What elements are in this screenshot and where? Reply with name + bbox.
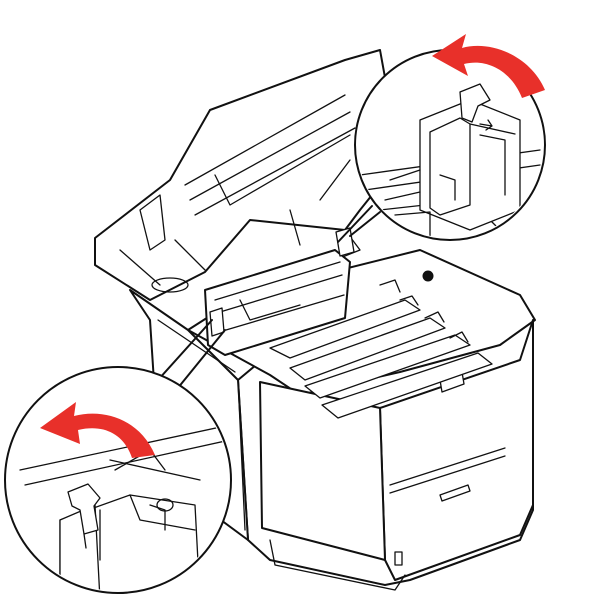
open-top-cover <box>94 49 401 301</box>
curved-arrow-left-icon <box>40 402 155 458</box>
fuser-unit <box>204 227 355 356</box>
toner-cartridges <box>269 270 493 419</box>
callout-lower-left <box>4 366 232 594</box>
fuser-lock-lever-left-icon <box>67 483 101 535</box>
fuser-lock-lever-right-icon <box>459 83 491 123</box>
callout-upper-right <box>354 34 546 241</box>
curved-arrow-left-icon <box>432 34 545 98</box>
